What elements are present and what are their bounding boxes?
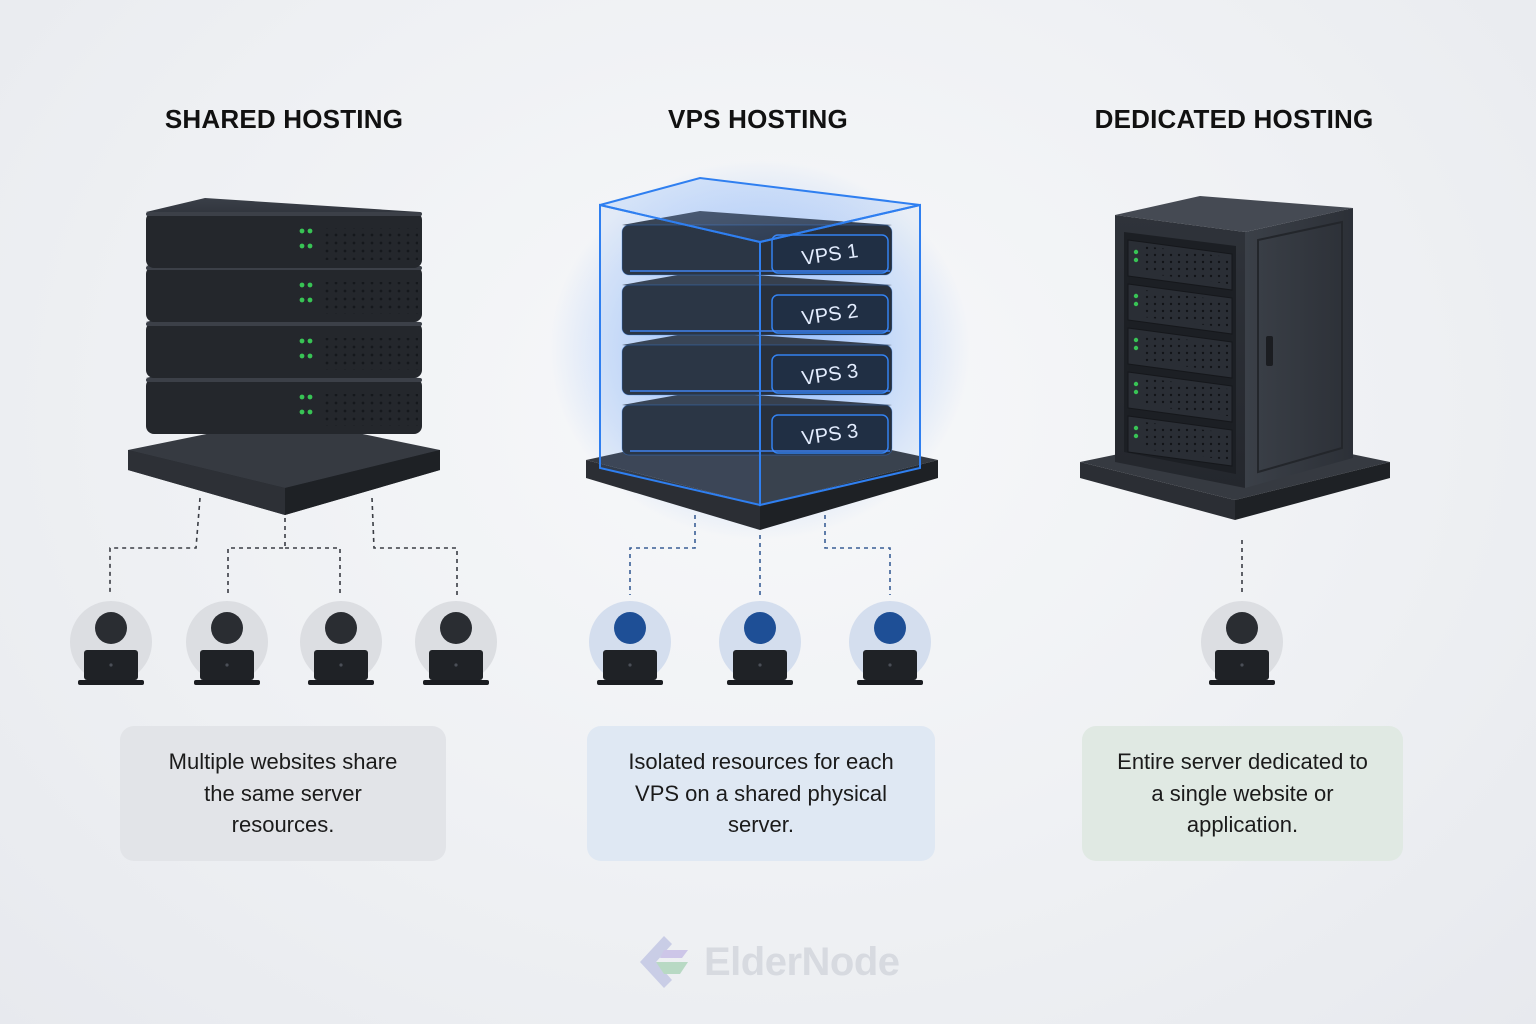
- vps-user-icon: [589, 601, 671, 685]
- vps-hosting-title: VPS HOSTING: [668, 104, 848, 134]
- dedicated-server-slot: [1127, 371, 1233, 423]
- dedicated-server-slot: [1127, 415, 1233, 467]
- user-icon: [70, 601, 152, 685]
- vps-server-unit: [621, 271, 893, 336]
- eldernode-logo-icon: [640, 936, 688, 988]
- vps-hosting-description: Isolated resources for each VPS on a sha…: [587, 726, 935, 861]
- shared-server-stack: [128, 198, 440, 515]
- user-icon: [300, 601, 382, 685]
- dedicated-hosting-description: Entire server dedicated to a single webs…: [1082, 726, 1403, 861]
- vps-user-icon: [849, 601, 931, 685]
- dedicated-server-slot: [1127, 283, 1233, 335]
- shared-server-unit: [146, 198, 422, 268]
- dedicated-hosting-title: DEDICATED HOSTING: [1094, 104, 1374, 134]
- vps-server-unit: [621, 331, 893, 396]
- shared-server-unit: [146, 364, 422, 434]
- vps-server-unit: [621, 391, 893, 456]
- dedicated-server-slot: [1127, 327, 1233, 379]
- shared-hosting-title: SHARED HOSTING: [164, 104, 404, 134]
- eldernode-logo: ElderNode: [630, 930, 910, 994]
- dedicated-server-slot: [1127, 239, 1233, 291]
- user-icon: [1201, 601, 1283, 685]
- eldernode-logo-text: ElderNode: [704, 940, 900, 984]
- shared-connector-lines: [109, 497, 458, 595]
- dedicated-server-cabinet: [1080, 196, 1390, 520]
- vps-user-icon: [719, 601, 801, 685]
- vps-connector-lines: [629, 515, 891, 595]
- shared-hosting-description: Multiple websites share the same server …: [120, 726, 446, 861]
- user-icon: [186, 601, 268, 685]
- user-icon: [415, 601, 497, 685]
